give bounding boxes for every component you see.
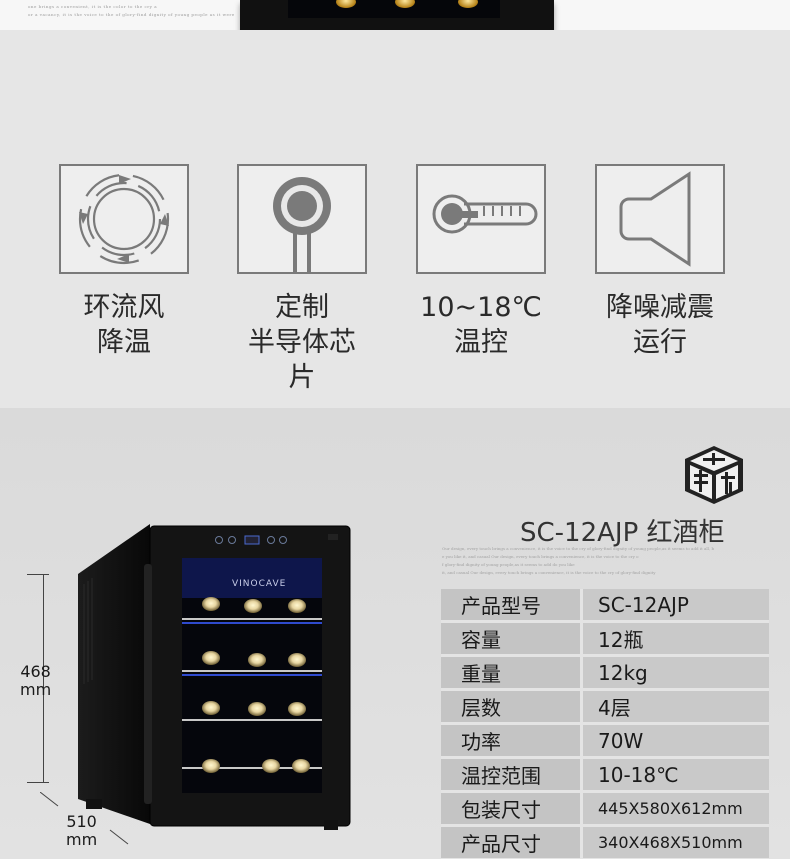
height-dimension-label: 468 mm xyxy=(20,662,52,699)
brand-logo-icon xyxy=(685,446,743,504)
depth-dimension-label: 510 mm xyxy=(66,812,98,849)
feature-temperature: 10~18℃ 温控 xyxy=(416,164,546,360)
circular-airflow-icon xyxy=(59,164,189,274)
product-title: SC-12AJP 红酒柜 xyxy=(520,518,725,548)
product-specs-section: SC-12AJP 红酒柜 Our design, every touch bri… xyxy=(0,408,790,859)
thermometer-icon xyxy=(416,164,546,274)
feature-title: 定制 半导体芯片 xyxy=(248,292,356,393)
features-section: 环流风 降温 定制 半导体芯片 xyxy=(0,30,790,408)
height-dimension-line xyxy=(27,574,50,783)
feature-chip: 定制 半导体芯片 xyxy=(237,164,367,395)
feature-airflow: 环流风 降温 xyxy=(59,164,189,360)
fridge-glass xyxy=(288,0,500,18)
feature-title: 环流风 降温 xyxy=(83,292,165,358)
banner-fine-print: or a vacancy, it is the voice to the of … xyxy=(28,12,235,17)
feature-low-noise: 降噪减震 运行 xyxy=(595,164,725,360)
product-description: Our design, every touch brings a conveni… xyxy=(442,546,715,575)
depth-dimension-line xyxy=(40,792,129,845)
banner-fine-print: one brings a convenient, it is the color… xyxy=(28,4,158,9)
feature-title: 降噪减震 运行 xyxy=(606,292,714,358)
speaker-mute-icon xyxy=(595,164,725,274)
wine-fridge-image: VINOCAVE xyxy=(78,524,351,830)
feature-title: 10~18℃ 温控 xyxy=(420,292,542,358)
svg-text:VINOCAVE: VINOCAVE xyxy=(232,579,286,589)
semiconductor-chip-icon xyxy=(237,164,367,274)
